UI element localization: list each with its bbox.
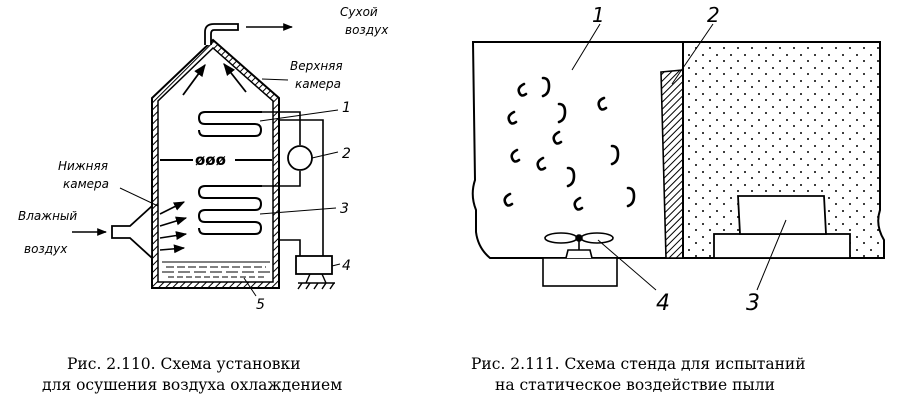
test-object [737, 195, 827, 235]
humid-air-label-line2: воздух [24, 242, 68, 256]
callout-111-1: 1 [592, 3, 605, 27]
condensate-water [162, 261, 270, 278]
callout-4: 4 [342, 258, 351, 274]
figure-111-callouts: 1 2 4 3 [592, 3, 760, 316]
callout-3: 3 [340, 201, 349, 217]
dust-chamber-right [682, 41, 885, 259]
inlet-spray-arrows [159, 201, 188, 254]
dry-air-label-line1: Сухой [340, 5, 378, 19]
callout-1: 1 [342, 100, 351, 116]
caption-111-line2: на статическое воздействие пыли [495, 376, 775, 394]
upper-chamber-label-line2: камера [295, 77, 341, 91]
lower-chamber-leader [119, 187, 159, 207]
caption-110-line1: Рис. 2.110. Схема установки [67, 355, 301, 373]
pump-unit [295, 255, 333, 275]
upper-airflow-arrow-right [223, 63, 247, 93]
ground-symbol [297, 273, 335, 290]
dry-air-outlet-pipe [204, 23, 239, 45]
dry-air-label-line2: воздух [345, 23, 389, 37]
lower-cooling-coil [197, 185, 263, 235]
callout-leaders-111 [571, 23, 787, 291]
figure-110-callouts: 1 2 3 4 5 [256, 100, 351, 313]
callout-111-2: 2 [707, 3, 720, 27]
figure-111-diagram [471, 23, 885, 291]
caption-111-line1: Рис. 2.111. Схема стенда для испытаний [471, 355, 806, 373]
upper-cooling-coil [197, 111, 263, 137]
lower-chamber-label-line1: Нижняя [58, 159, 108, 173]
humid-air-inlet-nozzle [111, 203, 153, 261]
callout-2: 2 [342, 146, 351, 162]
lower-chamber-label-line2: камера [63, 177, 109, 191]
callout-111-3: 3 [746, 291, 760, 316]
filter-mark: øøø [195, 151, 226, 169]
compressor-motor [287, 145, 313, 171]
fan [542, 232, 618, 287]
dust-particles [503, 76, 636, 211]
refrigeration-circuit [262, 111, 324, 256]
humid-air-label-line1: Влажный [18, 209, 77, 223]
upper-airflow-arrow-left [182, 63, 206, 96]
dust-chamber-left [471, 41, 684, 259]
figure-110-labels: Сухой воздух Верхняя камера Нижняя камер… [18, 5, 389, 256]
callout-5: 5 [256, 297, 265, 313]
upper-chamber-label-line1: Верхняя [290, 59, 343, 73]
callout-leaders-110 [243, 78, 341, 297]
caption-110-line2: для осушения воздуха охлаждением [42, 376, 342, 394]
figure-110-caption: Рис. 2.110. Схема установки для осушения… [42, 355, 342, 394]
figure-111-caption: Рис. 2.111. Схема стенда для испытаний н… [471, 355, 806, 394]
test-object-base [713, 233, 851, 259]
callout-111-4: 4 [656, 291, 670, 316]
figure-110-diagram [72, 23, 341, 297]
